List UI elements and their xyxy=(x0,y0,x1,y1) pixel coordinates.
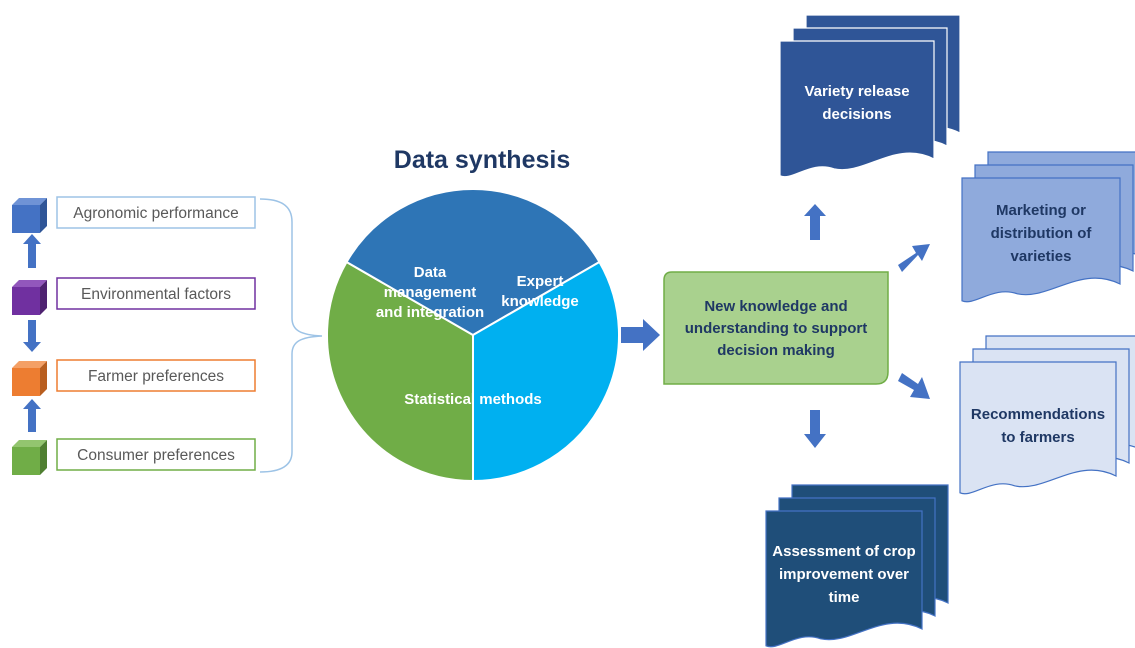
arrow-up-icon xyxy=(23,399,41,432)
input-box xyxy=(56,438,256,471)
pie-label: knowledge xyxy=(501,293,579,310)
document-sheet xyxy=(779,40,935,178)
document-label: improvement over xyxy=(779,566,909,583)
doc-recommendations: Recommendations to farmers xyxy=(959,335,1135,495)
input-farmer: Farmer preferences xyxy=(56,359,256,392)
arrow-down-icon xyxy=(804,410,826,448)
cube-icon xyxy=(12,198,47,233)
pie-label: and integration xyxy=(376,304,484,321)
cube-icon xyxy=(12,280,47,315)
input-label: Agronomic performance xyxy=(73,205,238,222)
grouping-brace xyxy=(259,198,323,473)
diagram-title: Data synthesis xyxy=(394,146,570,174)
input-cubes xyxy=(12,198,47,475)
document-label: to farmers xyxy=(1001,429,1074,446)
knowledge-line: New knowledge and xyxy=(704,298,847,315)
input-environmental: Environmental factors xyxy=(56,277,256,310)
pie-label: management xyxy=(384,284,477,301)
document-label: Recommendations xyxy=(971,406,1105,423)
document-label: Assessment of crop xyxy=(772,543,915,560)
document-label: Marketing or xyxy=(996,202,1086,219)
knowledge-line: understanding to support xyxy=(685,320,867,337)
input-box xyxy=(56,196,256,229)
input-box xyxy=(56,359,256,392)
document-label: time xyxy=(829,589,860,606)
pie-slice-data-management xyxy=(326,260,474,483)
knowledge-box: New knowledge and understanding to suppo… xyxy=(663,271,889,385)
doc-marketing: Marketing or distribution of varieties xyxy=(961,151,1135,303)
cube-icon xyxy=(12,361,47,396)
arrow-up-icon xyxy=(23,234,41,268)
synthesis-pie: Data management and integration Expert knowl… xyxy=(326,188,620,483)
input-label: Environmental factors xyxy=(81,286,231,303)
arrow-diagonal-down-icon xyxy=(898,373,930,399)
input-box xyxy=(56,277,256,310)
document-label: decisions xyxy=(822,106,891,123)
input-consumer: Consumer preferences xyxy=(56,438,256,471)
input-label: Farmer preferences xyxy=(88,368,224,385)
arrow-diagonal-up-icon xyxy=(898,244,930,272)
doc-variety-release: Variety release decisions xyxy=(779,14,961,178)
pie-slice-statistical-methods xyxy=(472,260,620,483)
document-sheet xyxy=(765,510,923,648)
input-label: Consumer preferences xyxy=(77,447,235,464)
document-label: Variety release xyxy=(804,83,909,100)
cube-icon xyxy=(12,440,47,475)
pie-label: Data xyxy=(414,264,447,281)
pie-slice-expert-knowledge xyxy=(345,188,601,337)
arrow-right-icon xyxy=(621,319,660,351)
doc-assessment: Assessment of crop improvement over time xyxy=(765,484,949,648)
document-sheet xyxy=(959,361,1117,495)
pie-label: Statistical methods xyxy=(404,391,542,408)
knowledge-box-shape xyxy=(663,271,889,385)
document-sheet xyxy=(961,177,1121,303)
pie-label: Expert xyxy=(517,273,564,290)
document-label: varieties xyxy=(1011,248,1072,265)
knowledge-line: decision making xyxy=(717,342,835,359)
arrow-up-icon xyxy=(804,204,826,240)
arrow-down-icon xyxy=(23,320,41,352)
input-agronomic: Agronomic performance xyxy=(56,196,256,229)
document-label: distribution of xyxy=(991,225,1093,242)
